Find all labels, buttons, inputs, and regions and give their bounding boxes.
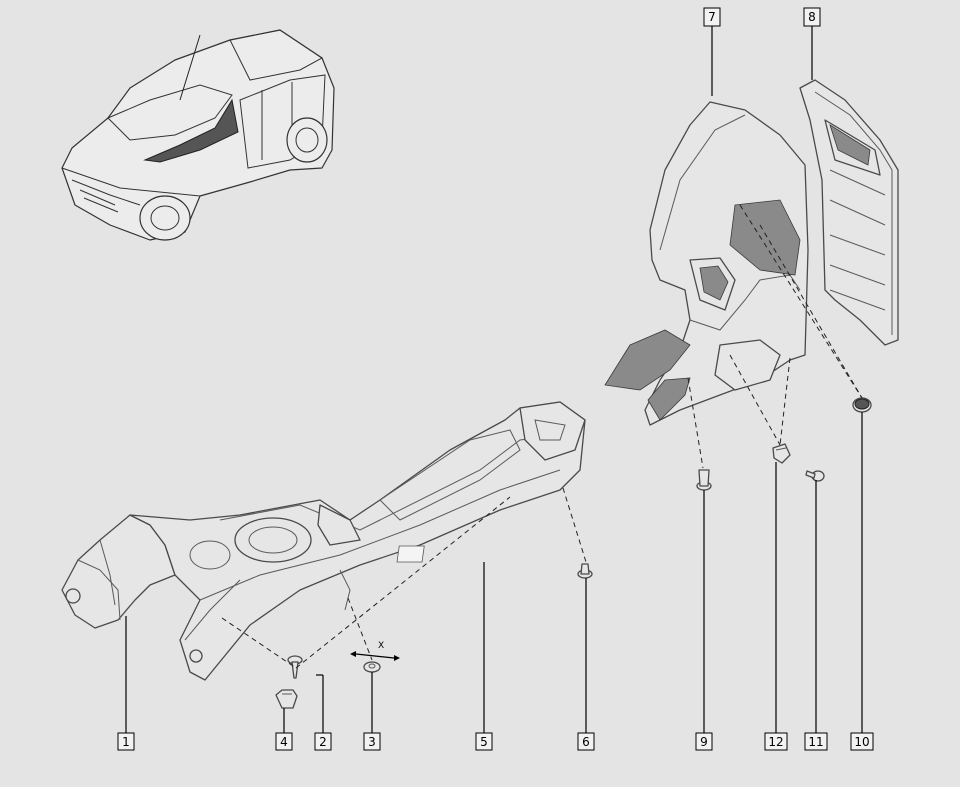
assembly-lines — [221, 204, 863, 669]
callout-5: 5 — [475, 732, 493, 751]
callout-2: 2 — [314, 732, 332, 751]
callout-9-label: 9 — [700, 735, 708, 749]
nut-part-3 — [363, 661, 381, 673]
callout-9: 9 — [695, 732, 713, 751]
clip-part-9 — [696, 469, 712, 491]
callout-10-label: 10 — [854, 735, 869, 749]
direction-arrows: X — [350, 641, 400, 661]
plug-part-10 — [852, 397, 872, 413]
callout-6-label: 6 — [582, 735, 590, 749]
callout-4-label: 4 — [280, 735, 288, 749]
clip-part-4 — [275, 689, 298, 709]
callout-3: 3 — [363, 732, 381, 751]
callout-11-label: 11 — [808, 735, 823, 749]
rear-side-panel — [604, 101, 809, 426]
screw-part-2-fastener — [287, 655, 303, 679]
callout-11: 11 — [804, 732, 828, 751]
callout-12-label: 12 — [768, 735, 783, 749]
label-part-5 — [396, 545, 425, 563]
callout-4: 4 — [275, 732, 293, 751]
callout-2-label: 2 — [319, 735, 327, 749]
callout-12: 12 — [764, 732, 788, 751]
trim-panel — [799, 79, 899, 346]
callout-8-label: 8 — [808, 10, 816, 24]
callout-5-label: 5 — [480, 735, 488, 749]
center-console — [129, 401, 586, 681]
annotation-x: X — [378, 641, 384, 651]
clip-part-6 — [577, 563, 593, 579]
callout-3-label: 3 — [368, 735, 376, 749]
callout-1-label: 1 — [122, 735, 130, 749]
callout-1: 1 — [117, 732, 135, 751]
vehicle-locator-illustration — [61, 29, 335, 241]
leader-lines — [125, 26, 863, 733]
callout-8: 8 — [803, 7, 821, 27]
callout-7-label: 7 — [708, 10, 716, 24]
clip-part-12 — [772, 443, 791, 464]
screw-part-11 — [805, 470, 825, 482]
callout-10: 10 — [850, 732, 874, 751]
callout-6: 6 — [577, 732, 595, 751]
callout-7: 7 — [703, 7, 721, 27]
